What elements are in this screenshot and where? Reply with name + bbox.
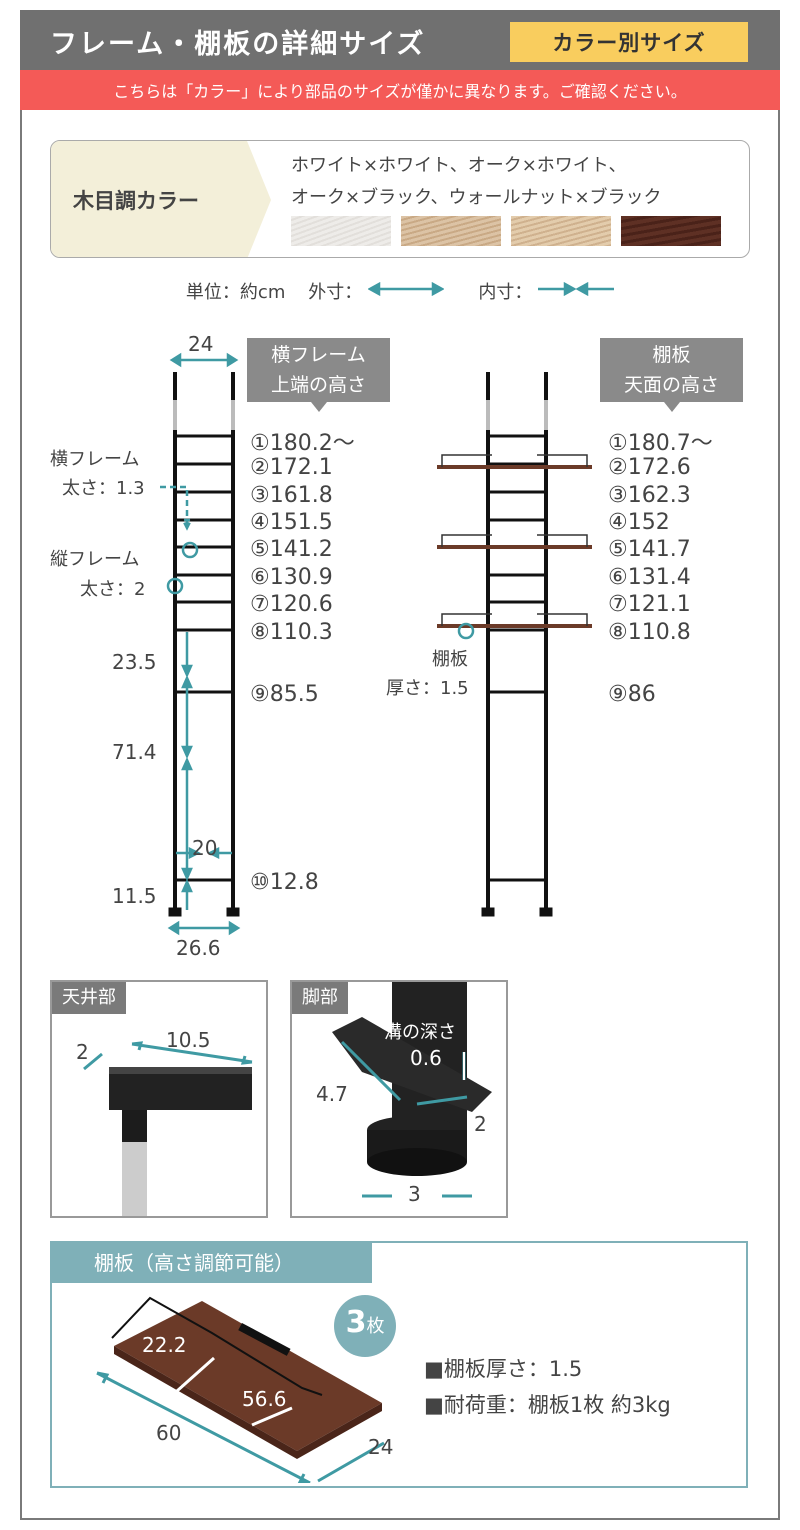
foot-part-image [332,982,492,1198]
shelves [437,454,592,628]
groove-label: 溝の深さ [384,1022,456,1043]
height-label: ②172.6 [608,455,691,480]
height-label: ⑩12.8 [250,870,319,895]
ceiling-part-image [83,1041,253,1216]
foot-detail: 脚部 溝の深さ 0.6 4.7 2 3 [290,980,508,1218]
left-ladder [168,372,240,917]
shelf-thickness: 厚さ：1.5 [386,678,469,699]
height-label: ⑦120.6 [250,592,333,617]
foot-diameter: 3 [408,1182,421,1206]
left-callout-line1: 横フレーム [271,344,366,366]
spec-load: ■耐荷重：棚板1枚 約3kg [424,1393,671,1417]
shelf-image [96,1296,385,1483]
ceiling-detail: 天井部 10.5 2 [50,980,268,1218]
height-label: ①180.7～ [608,431,713,456]
ladder-diagrams [160,352,592,936]
foot-height: 4.7 [316,1082,348,1106]
ceiling-length: 10.5 [166,1028,211,1052]
hframe-label: 横フレーム [50,449,140,470]
left-callout: 横フレーム 上端の高さ [247,338,390,412]
height-label: ⑥131.4 [608,565,691,590]
color-line-1: ホワイト×ホワイト、オーク×ホワイト、 [291,155,627,176]
height-label: ⑨85.5 [250,682,319,707]
shelf-inner-depth: 22.2 [142,1333,187,1357]
height-label: ⑤141.2 [250,537,333,562]
right-ladder [437,372,592,917]
spec-thickness: ■棚板厚さ：1.5 [424,1357,583,1381]
height-label: ③161.8 [250,483,333,508]
color-size-badge: カラー別サイズ [510,22,748,62]
swatch-white [291,216,391,246]
shelf-count-badge: 3 枚 [334,1295,396,1357]
height-label: ③162.3 [608,483,691,508]
shelf-label: 棚板 [432,649,468,670]
height-label: ⑧110.8 [608,620,691,645]
shelf-width: 60 [156,1421,182,1445]
right-callout-line1: 棚板 [652,344,691,366]
ceiling-width: 2 [76,1040,89,1064]
swatch-oak-2 [511,216,611,246]
notice-bar: こちらは「カラー」により部品のサイズが僅かに異なります。ご確認ください。 [20,70,780,110]
swatch-walnut [621,216,721,246]
height-label: ⑥130.9 [250,565,333,590]
right-callout: 棚板 天面の高さ [600,338,743,412]
outer-arrow-icon [367,281,445,297]
color-panel: 木目調カラー ホワイト×ホワイト、オーク×ホワイト、 オーク×ブラック、ウォール… [50,140,750,258]
bottom-width-dim: 26.6 [176,936,221,960]
height-label: ⑨86 [608,682,656,707]
hframe-thickness: 太さ：1.3 [62,478,145,499]
groove-depth: 0.6 [410,1046,442,1070]
foot-tag: 脚部 [292,982,348,1014]
top-width-dim: 24 [188,332,214,356]
ceiling-tag: 天井部 [52,982,126,1014]
height-label: ④151.5 [250,510,333,535]
shelf-count: 3 [345,1305,367,1340]
height-label: ⑦121.1 [608,592,691,617]
shelf-section: 棚板（高さ調節可能） 22.2 56.6 60 24 3 枚 ■棚板厚さ：1.5… [50,1241,748,1488]
inner-label: 内寸： [478,282,533,303]
shelf-section-title: 棚板（高さ調節可能） [52,1243,372,1283]
gap-dim-3: 11.5 [112,884,157,908]
inner-arrow-icon [538,281,615,297]
vframe-label: 縦フレーム [50,549,140,570]
page-title: フレーム・棚板の詳細サイズ [50,29,426,60]
shelf-count-unit: 枚 [366,1316,385,1337]
height-label: ⑤141.7 [608,537,691,562]
unit-label: 単位：約cm [185,282,286,303]
gap-dim-1: 23.5 [112,650,157,674]
dimension-arrows [160,352,475,936]
shelf-inner-width: 56.6 [242,1387,287,1411]
outer-label: 外寸： [308,282,363,303]
color-line-2: オーク×ブラック、ウォールナット×ブラック [291,187,662,208]
foot-width: 2 [474,1112,487,1136]
color-type-label: 木目調カラー [51,141,271,257]
height-label: ②172.1 [250,455,333,480]
inner-width-dim: 20 [192,836,218,860]
left-callout-line2: 上端の高さ [270,374,366,396]
shelf-depth: 24 [368,1435,394,1459]
units-legend: 単位：約cm 外寸： 内寸： [0,278,800,304]
right-callout-line2: 天面の高さ [623,374,719,396]
gap-dim-2: 71.4 [112,740,157,764]
vframe-thickness: 太さ：2 [80,579,146,600]
swatch-oak [401,216,501,246]
height-label: ①180.2～ [250,431,355,456]
height-label: ④152 [608,510,670,535]
height-label: ⑧110.3 [250,620,333,645]
